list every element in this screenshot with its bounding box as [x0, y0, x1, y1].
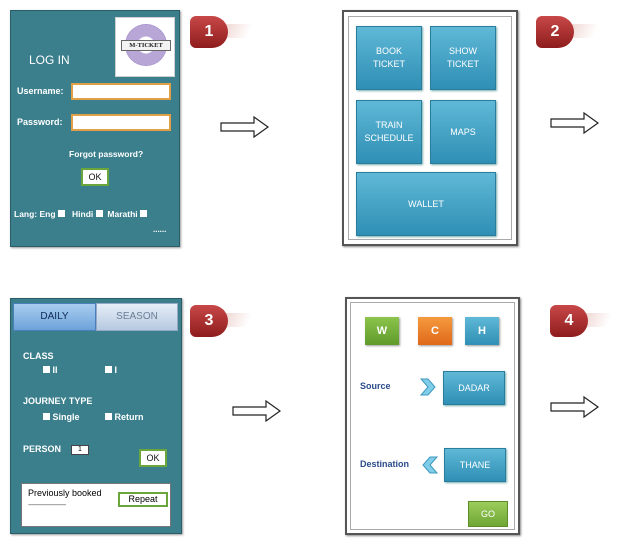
wallet-tile[interactable]: WALLET	[356, 172, 496, 236]
destination-label: Destination	[360, 459, 410, 469]
language-row: Lang: Eng Hindi Marathi	[14, 209, 147, 219]
menu-frame	[348, 16, 512, 240]
ticket-options-screen: DAILY SEASON CLASS II I JOURNEY TYPE Sin…	[10, 298, 182, 534]
source-label: Source	[360, 381, 391, 391]
lang-marathi-label: Marathi	[107, 209, 138, 219]
password-label: Password:	[17, 117, 63, 127]
tab-daily[interactable]: DAILY	[13, 303, 96, 331]
line-h-button[interactable]: H	[465, 317, 499, 345]
class-ii-checkbox[interactable]	[43, 366, 50, 373]
single-checkbox[interactable]	[43, 413, 50, 420]
options-ok-button[interactable]: OK	[139, 449, 167, 467]
class-i-checkbox[interactable]	[105, 366, 112, 373]
m-ticket-logo: M-TICKET	[115, 17, 175, 77]
step-number: 4	[550, 305, 588, 337]
username-input[interactable]	[71, 83, 171, 100]
repeat-button[interactable]: Repeat	[118, 492, 168, 507]
return-label: Return	[114, 412, 144, 422]
show-ticket-tile[interactable]: SHOW TICKET	[430, 26, 496, 90]
step-flag-2: 2	[536, 16, 600, 48]
flow-arrow-right-icon	[220, 116, 270, 138]
login-title: LOG IN	[29, 53, 70, 67]
journey-option-return[interactable]: Return	[105, 412, 144, 422]
previous-booking-placeholder: ----------------------------	[28, 502, 66, 509]
username-label: Username:	[17, 86, 64, 96]
flow-arrow-right-icon	[550, 112, 600, 134]
return-checkbox[interactable]	[105, 413, 112, 420]
destination-station-button[interactable]: THANE	[444, 448, 506, 482]
lang-marathi-checkbox[interactable]	[140, 210, 147, 217]
password-input[interactable]	[71, 114, 171, 131]
step-number: 1	[190, 16, 228, 48]
step-flag-1: 1	[190, 16, 254, 48]
book-ticket-tile[interactable]: BOOK TICKET	[356, 26, 422, 90]
previously-booked-label: Previously booked	[28, 488, 102, 498]
line-w-button[interactable]: W	[365, 317, 399, 345]
lang-hindi-checkbox[interactable]	[95, 210, 103, 217]
step-number: 2	[536, 16, 574, 48]
lang-hindi-label: Hindi	[72, 209, 94, 219]
class-option-ii[interactable]: II	[43, 365, 58, 375]
main-menu-screen: BOOK TICKET SHOW TICKET TRAIN SCHEDULE M…	[342, 10, 518, 246]
forgot-password-link[interactable]: Forgot password?	[69, 149, 144, 159]
journey-option-single[interactable]: Single	[43, 412, 80, 422]
login-ok-button[interactable]: OK	[81, 168, 109, 186]
go-button[interactable]: GO	[468, 501, 508, 527]
tab-season[interactable]: SEASON	[96, 303, 178, 331]
line-c-button[interactable]: C	[418, 317, 452, 345]
more-languages[interactable]: ......	[153, 225, 167, 234]
step-flag-4: 4	[550, 305, 614, 337]
chevron-right-icon	[419, 378, 436, 396]
source-station-button[interactable]: DADAR	[443, 371, 505, 405]
previously-booked-panel: Previously booked ----------------------…	[21, 483, 171, 527]
flow-arrow-right-icon	[550, 396, 600, 418]
class-i-label: I	[114, 365, 118, 375]
person-count-input[interactable]: 1	[71, 445, 89, 455]
login-screen: M-TICKET LOG IN Username: Password: Forg…	[10, 10, 180, 247]
chevron-left-icon	[422, 456, 439, 474]
single-label: Single	[52, 412, 80, 422]
route-selection-screen: W C H Source DADAR Destination THANE GO	[345, 297, 520, 535]
person-label: PERSON	[23, 444, 62, 454]
logo-text: M-TICKET	[121, 40, 171, 51]
route-frame	[350, 302, 515, 530]
lang-eng-label: Lang: Eng	[14, 209, 56, 219]
step-flag-3: 3	[190, 305, 254, 337]
class-ii-label: II	[52, 365, 58, 375]
journey-type-label: JOURNEY TYPE	[23, 396, 93, 406]
lang-eng-checkbox[interactable]	[57, 210, 65, 217]
maps-tile[interactable]: MAPS	[430, 100, 496, 164]
train-schedule-tile[interactable]: TRAIN SCHEDULE	[356, 100, 422, 164]
class-option-i[interactable]: I	[105, 365, 117, 375]
class-label: CLASS	[23, 351, 54, 361]
step-number: 3	[190, 305, 228, 337]
flow-arrow-right-icon	[232, 400, 282, 422]
